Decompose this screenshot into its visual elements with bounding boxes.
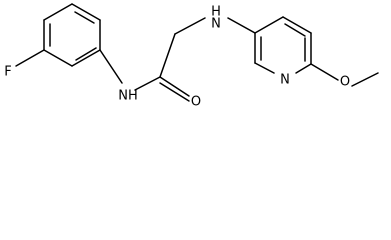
bond: [254, 62, 275, 74]
atom-label-amide-nitrogen: NH: [118, 89, 138, 104]
bond: [75, 47, 97, 61]
bond: [174, 17, 206, 35]
bond: [295, 63, 312, 74]
methoxypyridine-ring: [254, 16, 379, 87]
bond: [74, 11, 95, 24]
amide-linker: [99, 17, 256, 102]
bond: [159, 33, 176, 78]
bond: [71, 49, 101, 67]
atom-label-methoxy-oxygen: O: [340, 75, 350, 90]
bond: [159, 82, 190, 102]
bond: [284, 23, 306, 37]
atom-label-amine-nitrogen-n: N: [211, 17, 221, 32]
atom-label-pyridine-nitrogen: N: [280, 73, 290, 88]
bond: [282, 16, 312, 34]
bond: [43, 49, 73, 67]
bond: [71, 3, 101, 21]
bond: [99, 49, 123, 84]
molecule-structure: F NH O H N N O: [4, 3, 379, 110]
bond: [15, 49, 45, 67]
atom-label-fluorine: F: [4, 65, 11, 80]
bond: [254, 16, 284, 34]
bond: [159, 76, 190, 97]
bond: [310, 63, 339, 81]
bond: [351, 72, 379, 87]
bond: [134, 76, 161, 91]
bond: [227, 17, 256, 34]
atom-label-amine-nitrogen: H: [211, 5, 221, 20]
bond: [43, 3, 73, 21]
fluorophenyl-ring: [15, 3, 101, 67]
atom-label-carbonyl-oxygen: O: [191, 95, 201, 110]
